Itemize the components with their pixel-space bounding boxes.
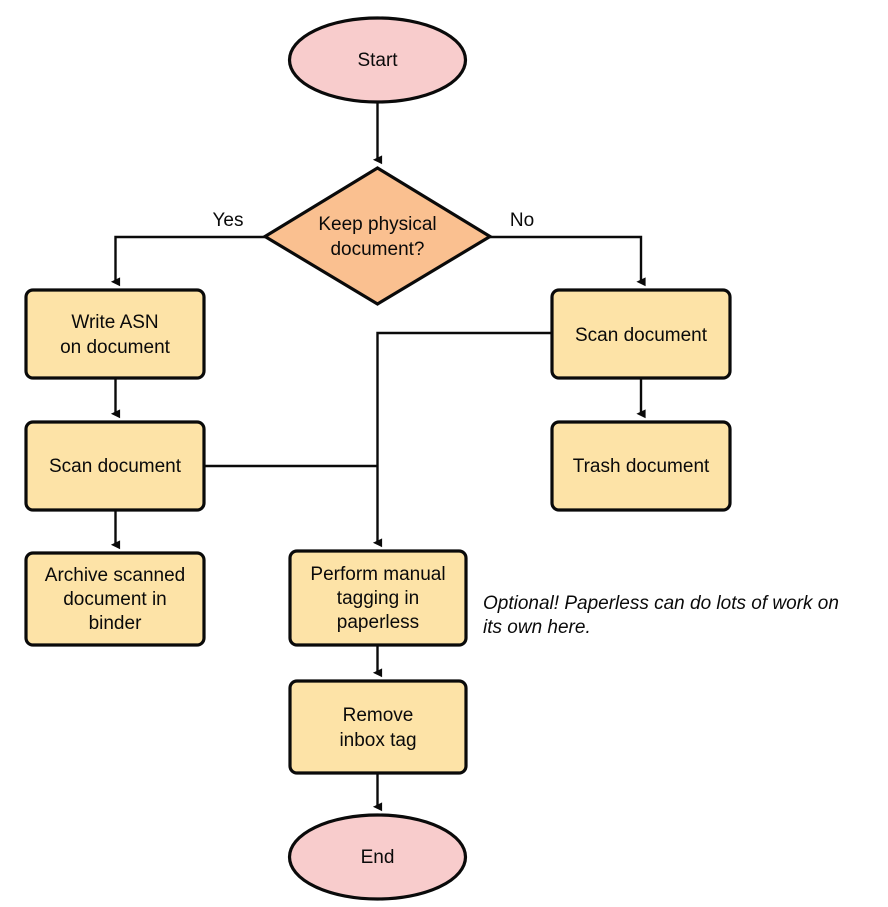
node-write-asn-label-line1: Write ASN bbox=[71, 312, 158, 333]
annotation-line1: Optional! Paperless can do lots of work … bbox=[483, 593, 839, 614]
node-manual-tagging-label-line1: Perform manual bbox=[310, 564, 445, 585]
annotation-optional-paperless: Optional! Paperless can do lots of work … bbox=[483, 593, 839, 638]
node-archive-label-line1: Archive scanned bbox=[45, 565, 185, 586]
node-decision-keep-physical-document[interactable]: Keep physical document? bbox=[261, 166, 494, 306]
node-trash-document-label: Trash document bbox=[573, 456, 710, 477]
node-remove-inbox-tag-label-line1: Remove bbox=[343, 705, 414, 726]
node-perform-manual-tagging[interactable]: Perform manual tagging in paperless bbox=[288, 549, 468, 647]
edge-decision-no-to-scan-right bbox=[490, 235, 646, 287]
node-manual-tagging-label-line2: tagging in bbox=[337, 588, 419, 609]
node-scan-document-right[interactable]: Scan document bbox=[550, 288, 732, 380]
node-start[interactable]: Start bbox=[287, 16, 468, 104]
node-manual-tagging-label-line3: paperless bbox=[337, 612, 419, 633]
edge-label-no: No bbox=[510, 210, 534, 231]
node-end[interactable]: End bbox=[287, 813, 468, 901]
edge-label-yes: Yes bbox=[213, 210, 244, 231]
node-scan-document-right-label: Scan document bbox=[575, 325, 708, 346]
node-decision-label-line1: Keep physical bbox=[318, 214, 436, 235]
node-scan-document-left[interactable]: Scan document bbox=[24, 420, 206, 512]
node-remove-inbox-tag[interactable]: Remove inbox tag bbox=[288, 679, 468, 775]
node-start-label: Start bbox=[357, 50, 398, 71]
annotation-line2: its own here. bbox=[483, 617, 591, 638]
node-archive-label-line3: binder bbox=[89, 613, 142, 634]
node-write-asn-on-document[interactable]: Write ASN on document bbox=[24, 288, 206, 380]
node-trash-document[interactable]: Trash document bbox=[550, 420, 732, 512]
node-remove-inbox-tag-label-line2: inbox tag bbox=[339, 730, 416, 751]
edge-decision-yes-to-write-asn bbox=[110, 235, 265, 287]
node-archive-label-line2: document in bbox=[63, 589, 167, 610]
node-write-asn-label-line2: on document bbox=[60, 337, 171, 358]
node-end-label: End bbox=[361, 847, 395, 868]
node-decision-label-line2: document? bbox=[330, 239, 424, 260]
node-archive-scanned-document-in-binder[interactable]: Archive scanned document in binder bbox=[24, 551, 206, 647]
edge-scan-right-to-manual-tagging bbox=[372, 331, 552, 548]
node-scan-document-left-label: Scan document bbox=[49, 456, 182, 477]
